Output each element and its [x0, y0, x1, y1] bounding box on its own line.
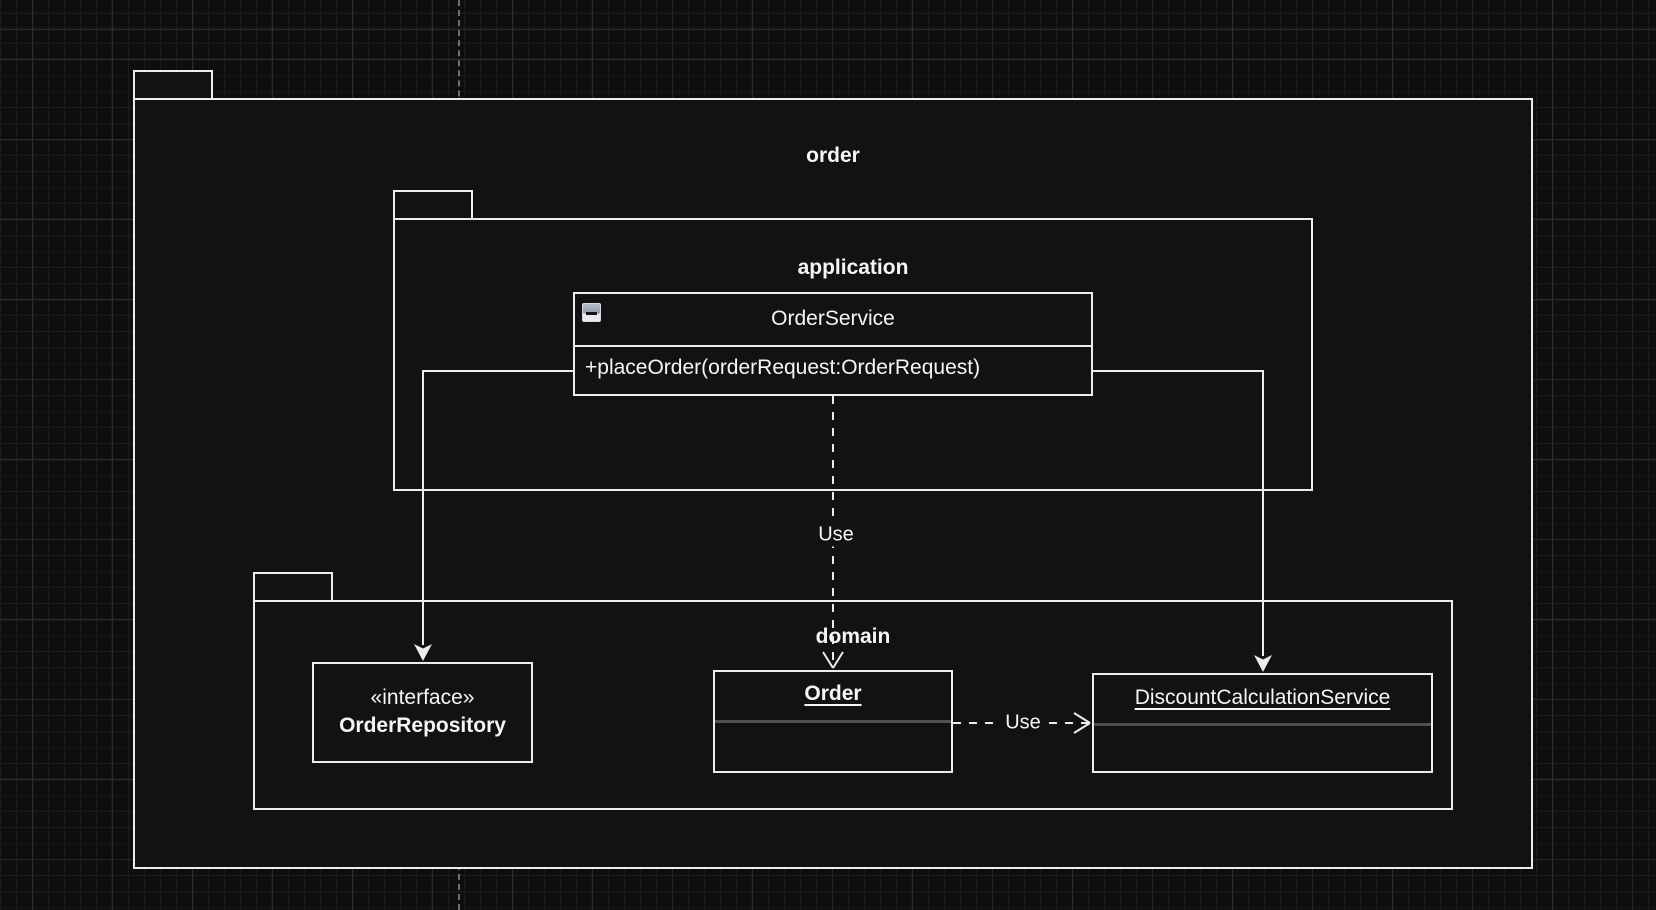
compartment-divider — [1094, 723, 1431, 726]
compartment-divider — [575, 345, 1091, 347]
collapse-icon[interactable] — [582, 303, 601, 322]
class-discount-calculation-service-name: DiscountCalculationService — [1134, 686, 1391, 709]
use-label-horizontal: Use — [999, 711, 1047, 735]
class-order-repository-stereotype: «interface» — [370, 686, 475, 709]
class-order-repository[interactable]: «interface» OrderRepository — [312, 662, 533, 763]
use-label-vertical: Use — [812, 523, 860, 547]
package-order-tab[interactable] — [133, 70, 213, 100]
class-order-service-method: +placeOrder(orderRequest:OrderRequest) — [585, 356, 981, 379]
open-arrowhead — [822, 651, 844, 669]
package-domain-label: domain — [815, 625, 891, 648]
package-application-label: application — [797, 256, 909, 279]
class-order-repository-name: OrderRepository — [339, 714, 506, 737]
class-order-name: Order — [804, 682, 862, 705]
class-order-service-name: OrderService — [771, 307, 895, 330]
minus-glyph — [586, 312, 597, 315]
class-order-service[interactable]: OrderService +placeOrder(orderRequest:Or… — [573, 292, 1093, 396]
package-domain-tab[interactable] — [253, 572, 333, 602]
package-application-tab[interactable] — [393, 190, 473, 220]
class-order[interactable]: Order — [713, 670, 953, 773]
class-discount-calculation-service[interactable]: DiscountCalculationService — [1092, 673, 1433, 773]
package-order-label: order — [806, 144, 860, 167]
compartment-divider — [715, 720, 951, 723]
open-arrowhead — [1073, 712, 1091, 734]
